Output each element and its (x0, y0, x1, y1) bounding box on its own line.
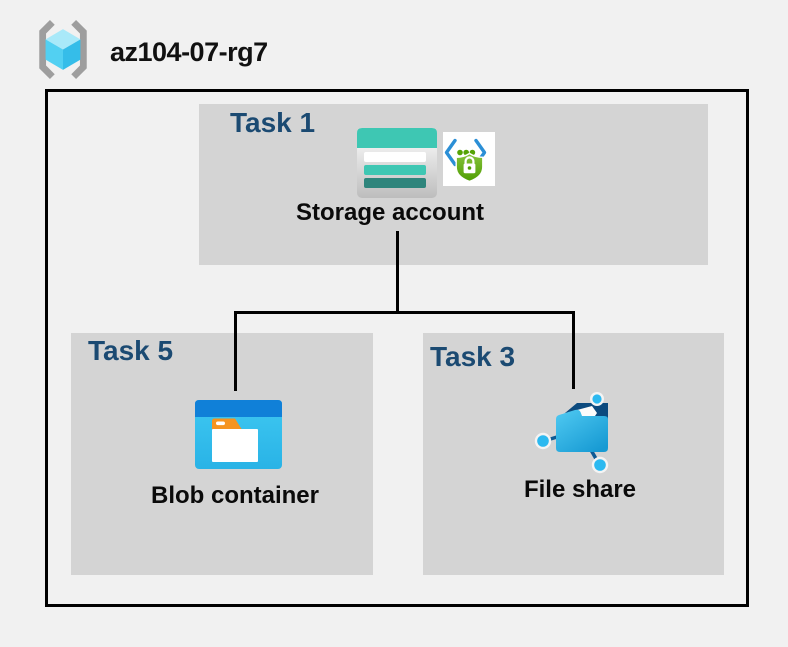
file-share-icon (534, 391, 609, 474)
blob-container-icon (195, 400, 282, 469)
connector-storage-trunk (396, 231, 399, 313)
blob-container-label: Blob container (150, 482, 319, 509)
resource-group-icon (39, 19, 87, 80)
task3-label: Task 3 (430, 341, 516, 372)
storage-account-icon (357, 128, 437, 198)
task5-label: Task 5 (88, 335, 174, 366)
shared-access-signature-icon (443, 132, 495, 186)
connector-branch-horizontal (234, 311, 575, 314)
file-share-label: File share (523, 476, 637, 503)
storage-account-label: Storage account (295, 199, 485, 226)
connector-to-blob-container (234, 311, 237, 391)
resource-group-title: az104-07-rg7 (110, 37, 268, 67)
connector-to-file-share (572, 311, 575, 389)
resource-group-boundary (45, 89, 749, 607)
task1-label: Task 1 (230, 107, 316, 138)
